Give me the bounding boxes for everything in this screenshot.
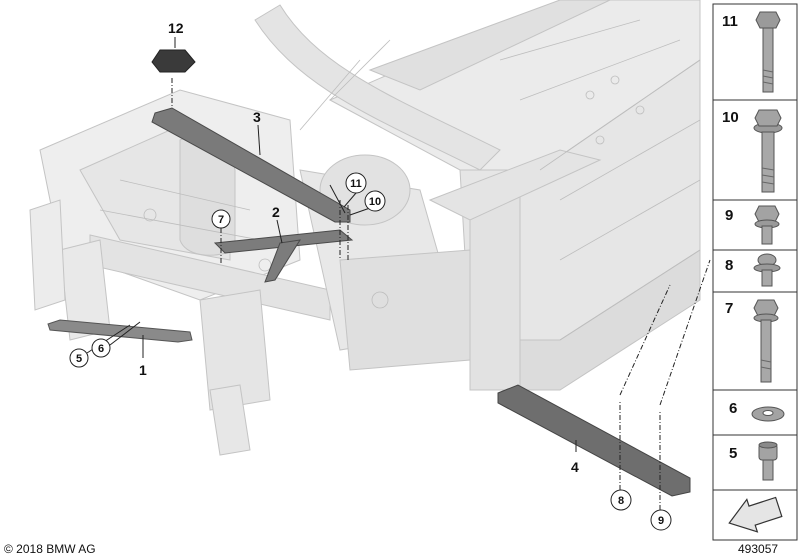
legend-label-7: 7	[725, 300, 733, 317]
leader-lines	[86, 37, 711, 510]
callout-11: 11	[350, 178, 362, 190]
callout-9-circle	[650, 509, 672, 531]
callout-5: 5	[76, 353, 82, 365]
callout-6-circle	[91, 338, 111, 358]
legend-label-8: 8	[725, 257, 733, 274]
part-3-strut-brace	[151, 107, 351, 223]
direction-arrow-icon	[728, 496, 783, 533]
callout-6: 6	[98, 343, 104, 355]
part-4-underbody-plate	[497, 384, 691, 497]
legend-label-10: 10	[722, 109, 739, 126]
callout-4: 4	[571, 459, 579, 475]
callout-8-circle	[610, 489, 632, 511]
callout-12: 12	[168, 20, 184, 36]
callout-5-circle	[69, 348, 89, 368]
callout-10-circle	[364, 190, 386, 212]
callout-7: 7	[218, 214, 224, 226]
part-2-bracket	[213, 229, 354, 283]
callout-11-circle	[345, 172, 367, 194]
callout-9: 9	[658, 515, 664, 527]
callout-7-circle	[211, 209, 231, 229]
callout-10: 10	[369, 196, 381, 208]
bolt-long-thin-icon	[753, 299, 779, 383]
parts-legend: 11 10 9 8	[712, 3, 798, 541]
legend-frame	[712, 3, 798, 541]
callout-2: 2	[272, 204, 280, 220]
legend-label-6: 6	[729, 400, 737, 417]
legend-label-9: 9	[725, 207, 733, 224]
callout-3: 3	[253, 109, 261, 125]
torx-bolt-icon	[753, 253, 781, 287]
copyright-text: © 2018 BMW AG	[4, 542, 96, 556]
flange-bolt-icon	[753, 109, 783, 193]
washer-icon	[751, 406, 785, 422]
document-number: 493057	[738, 542, 779, 556]
part-12-cap	[151, 49, 196, 73]
hex-bolt-short-icon	[754, 205, 780, 245]
socket-cap-screw-icon	[758, 441, 778, 481]
callout-1: 1	[139, 362, 147, 378]
bolt-long-icon	[755, 11, 781, 93]
body-structure	[29, 0, 701, 456]
legend-label-11: 11	[722, 13, 738, 30]
body-detail-lines	[99, 19, 701, 341]
callout-8: 8	[618, 495, 624, 507]
legend-label-5: 5	[729, 445, 737, 462]
callout-labels: 12 3 2 1 4 7 5 6 11 10 8 9	[69, 20, 672, 531]
